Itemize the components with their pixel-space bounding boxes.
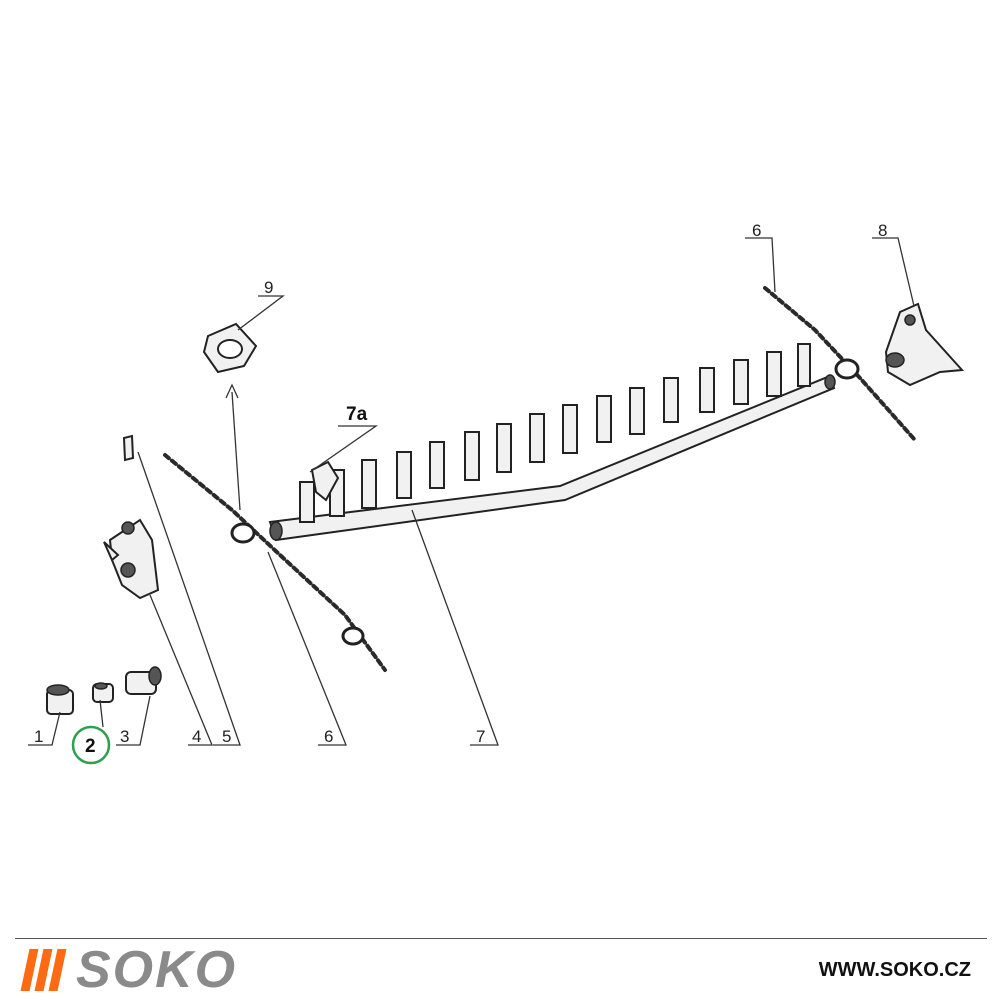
highlight-part-2[interactable]: 2 xyxy=(71,725,111,765)
part-3-pin xyxy=(125,666,162,695)
part-2-sleeve xyxy=(92,682,114,703)
label-part-1: 1 xyxy=(34,727,43,746)
part-6-right-chain xyxy=(763,286,917,442)
part-7-rake-bar xyxy=(268,374,836,542)
leader-lines xyxy=(28,237,915,746)
label-part-6-right: 6 xyxy=(752,221,761,240)
label-part-9: 9 xyxy=(264,278,273,297)
part-6-left-chain xyxy=(163,453,387,672)
part-9-flange xyxy=(202,322,258,374)
label-part-7: 7 xyxy=(476,727,485,746)
part-5-wedge xyxy=(122,434,135,462)
label-part-6-left: 6 xyxy=(324,727,333,746)
brand-logo[interactable]: SOKO xyxy=(20,941,238,999)
label-part-3: 3 xyxy=(120,727,129,746)
label-part-5: 5 xyxy=(222,727,231,746)
label-part-8: 8 xyxy=(878,221,887,240)
brand-stripes-icon xyxy=(20,949,67,991)
website-link[interactable]: WWW.SOKO.CZ xyxy=(818,959,971,981)
exploded-parts-diagram: 1 2 3 4 5 6 7 7a 6 8 9 xyxy=(28,221,965,765)
part-7a-bent-tine xyxy=(310,460,340,502)
part-1-bushing xyxy=(46,684,74,715)
brand-name: SOKO xyxy=(76,941,238,999)
label-part-2: 2 xyxy=(85,736,96,757)
label-part-4: 4 xyxy=(192,727,201,746)
footer: SOKO WWW.SOKO.CZ xyxy=(15,938,987,999)
rake-tines xyxy=(299,343,811,523)
label-part-7a: 7a xyxy=(346,404,368,425)
part-8-crank-arm xyxy=(884,302,965,387)
part-4-bracket xyxy=(103,518,160,600)
